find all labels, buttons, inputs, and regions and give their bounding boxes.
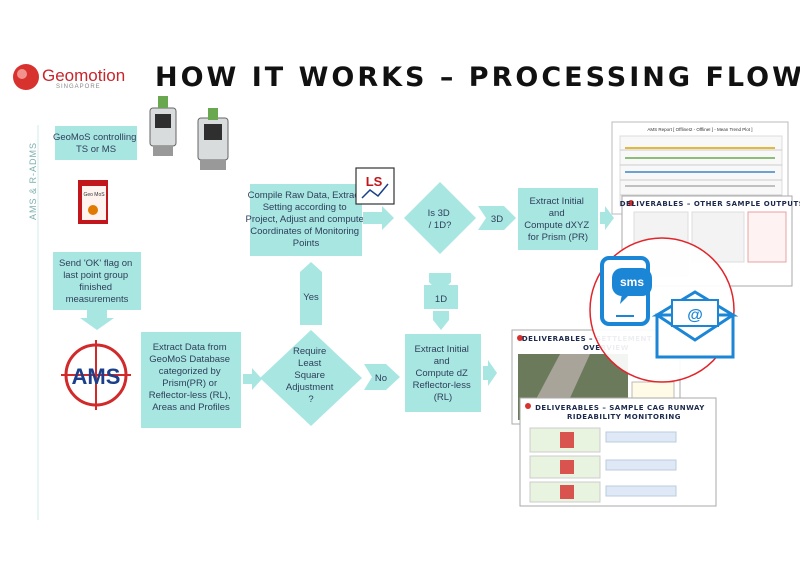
- extract-dz-box: [405, 334, 481, 412]
- svg-text:DELIVERABLES – SAMPLE CAG RUNW: DELIVERABLES – SAMPLE CAG RUNWAY: [535, 404, 705, 412]
- label-3d: 3D: [491, 214, 503, 225]
- extract-db-box: [141, 332, 241, 428]
- label-1d: 1D: [435, 294, 447, 305]
- label-1d-box: [424, 285, 458, 309]
- geomotion-logo-icon: [13, 64, 39, 90]
- arrow-1d-head: [429, 273, 451, 294]
- extract-db-text: Extract Data from GeoMoS Database catego…: [149, 342, 233, 413]
- is-3d-text: Is 3D / 1D?: [428, 208, 453, 231]
- svg-text:RIDEABILITY MONITORING: RIDEABILITY MONITORING: [567, 413, 681, 421]
- svg-text:Geo MoS: Geo MoS: [83, 192, 105, 198]
- total-station-icon: [149, 96, 229, 170]
- geomos-text: GeoMoS controlling TS or MS: [53, 132, 139, 155]
- brand-name: Geomotion: [42, 66, 126, 85]
- page-title: HOW IT WORKS – PROCESSING FLOWS: [155, 62, 800, 93]
- arrow-3d: [478, 206, 516, 230]
- extract-dxyz-text: Extract Initial and Compute dXYZ for Pri…: [524, 196, 592, 243]
- svg-text:AMS Report [ OfflineI2 - Offli: AMS Report [ OfflineI2 - OfflineI ] - Me…: [647, 127, 752, 132]
- require-lsa-text: Require Least Square Adjustment ?: [286, 346, 336, 405]
- sms-phone-icon: sms: [600, 256, 652, 326]
- svg-text:DELIVERABLES – OTHER SAMPLE OU: DELIVERABLES – OTHER SAMPLE OUTPUTS: [620, 200, 800, 208]
- arrow-dz-to-deliverables: [483, 360, 497, 386]
- send-ok-box: [53, 252, 141, 310]
- is-3d-decision: [404, 182, 476, 254]
- require-lsa-decision: [260, 330, 362, 426]
- svg-text:AMS: AMS: [72, 364, 121, 389]
- arrow-1d-tail: [433, 311, 449, 330]
- geomos-software-icon: Geo MoS: [78, 180, 108, 224]
- brand-subtitle: SINGAPORE: [56, 84, 101, 90]
- compile-text: Compile Raw Data, Extract Setting accord…: [246, 190, 367, 249]
- compile-box: [250, 184, 362, 256]
- svg-text:@: @: [687, 307, 703, 324]
- send-ok-text: Send 'OK' flag on last point group finis…: [59, 258, 135, 305]
- ls-logo-icon: LS: [355, 167, 395, 205]
- arrow-send-to-ams: [80, 310, 114, 330]
- geomos-box: [55, 126, 137, 160]
- ams-logo-icon: AMS: [61, 340, 131, 410]
- svg-text:LS: LS: [366, 174, 383, 189]
- arrow-compile-to-3d: [363, 206, 394, 230]
- arrow-no: [364, 364, 400, 390]
- extract-dz-text: Extract Initial and Compute dZ Reflector…: [413, 344, 474, 403]
- arrow-dxyz-to-report: [600, 206, 614, 230]
- email-icon: @: [651, 290, 739, 359]
- extract-dxyz-box: [518, 188, 598, 250]
- arrow-yes: [300, 262, 322, 325]
- runway-panel: DELIVERABLES – SAMPLE CAG RUNWAY RIDEABI…: [519, 397, 717, 507]
- no-label: No: [375, 373, 387, 384]
- yes-label: Yes: [303, 292, 319, 303]
- arrow-db-to-decision: [243, 368, 262, 390]
- svg-text:sms: sms: [620, 275, 644, 289]
